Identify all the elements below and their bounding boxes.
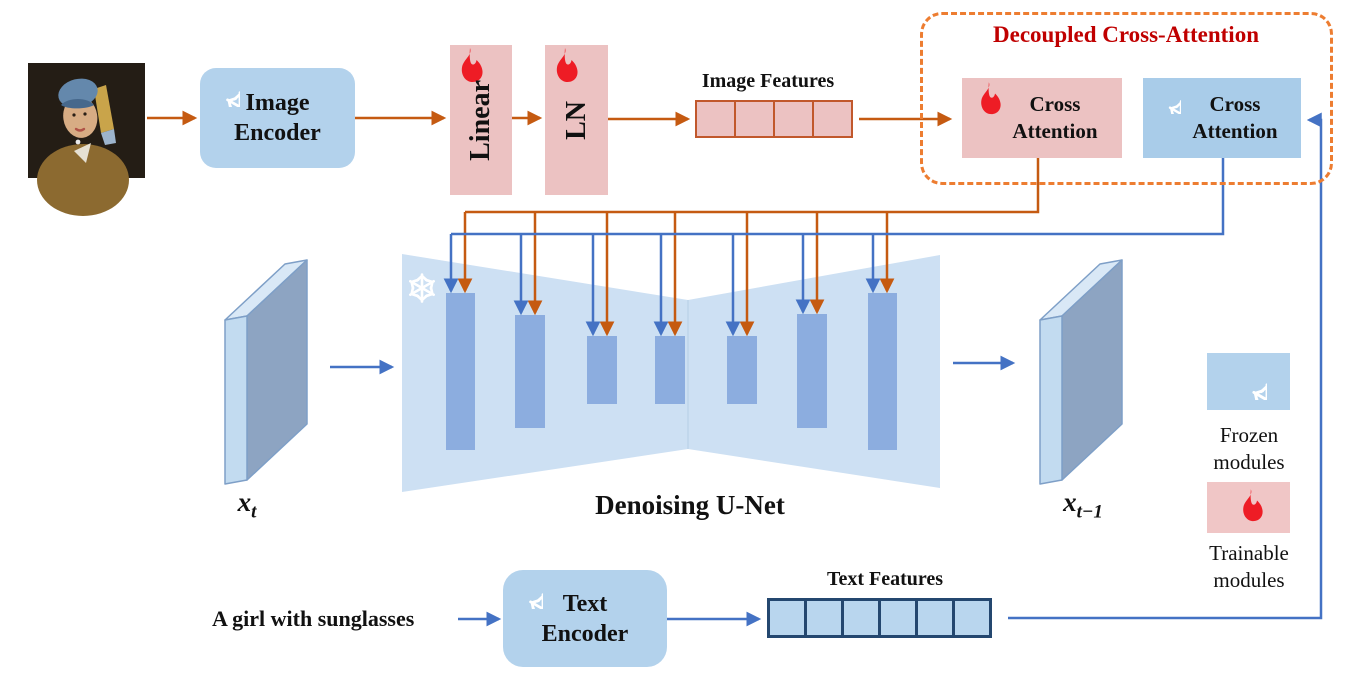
xt-label: xt <box>237 487 257 523</box>
legend-trainable-chip <box>1207 482 1290 533</box>
text-branch-wires <box>330 112 1323 627</box>
ln-label: LN <box>560 100 592 140</box>
cross-attention-image-box: Cross Attention <box>962 78 1122 158</box>
unet-bar <box>655 336 685 404</box>
legend-frozen-label: Frozen modules <box>1213 423 1285 475</box>
unet-bar <box>515 315 545 428</box>
reference-image <box>28 63 145 216</box>
image-feature-cell <box>773 100 814 138</box>
text-feature-cell <box>804 598 844 638</box>
image-features-cells <box>695 100 853 138</box>
unet-bar <box>446 293 475 450</box>
text-encoder-label: Text Encoder <box>541 590 629 647</box>
legend-trainable-label: Trainable modules <box>1209 541 1289 593</box>
text-features-label: Text Features <box>826 568 944 590</box>
text-feature-cell <box>952 598 992 638</box>
text-feature-cell <box>915 598 955 638</box>
unet-bar <box>587 336 617 404</box>
flame-icon <box>1234 489 1264 527</box>
text-feature-cell <box>878 598 918 638</box>
text-features-cells <box>767 598 992 638</box>
text-feature-cell <box>841 598 881 638</box>
unet-bar <box>797 314 827 428</box>
unet-bar <box>868 293 897 450</box>
image-cross-attention-bus <box>465 158 1040 214</box>
unet-label: Denoising U-Net <box>595 490 785 520</box>
decoupled-cross-attention-title: Decoupled Cross-Attention <box>993 22 1259 47</box>
image-encoder-box: Image Encoder <box>200 68 355 168</box>
cross-attention-image-label: Cross Attention <box>1012 92 1098 143</box>
legend-frozen-chip <box>1207 353 1290 410</box>
xt-latent-slab <box>224 259 308 485</box>
image-feature-cell <box>695 100 736 138</box>
xt-minus-1-label: xt−1 <box>1063 487 1103 523</box>
image-encoder-label: Image Encoder <box>234 90 321 146</box>
image-features-label: Image Features <box>701 70 835 92</box>
flame-icon <box>547 48 579 88</box>
cross-attention-text-label: Cross Attention <box>1192 92 1278 143</box>
linear-box: Linear <box>450 45 512 195</box>
image-branch-wires <box>147 110 1040 337</box>
unet-bars <box>446 293 897 450</box>
cross-attention-text-box: Cross Attention <box>1143 78 1301 158</box>
text-features-to-cross-attention-arrow <box>1008 112 1323 620</box>
snowflake-icon <box>1151 84 1181 114</box>
text-prompt: A girl with sunglasses <box>212 606 415 631</box>
xt-minus-1-latent-slab <box>1039 259 1123 485</box>
linear-label: Linear <box>465 79 496 161</box>
text-encoder-box: Text Encoder <box>503 570 667 667</box>
unet-body <box>402 254 940 492</box>
snowflake-icon <box>509 575 543 609</box>
image-feature-cell <box>734 100 775 138</box>
image-feature-cell <box>812 100 853 138</box>
unet-bar <box>727 336 757 404</box>
decoupled-cross-attention-frame <box>920 12 1333 185</box>
flame-icon <box>972 82 1002 120</box>
snowflake-icon <box>206 73 240 107</box>
ln-box: LN <box>545 45 608 195</box>
snowflake-icon <box>1231 364 1267 400</box>
text-feature-cell <box>767 598 807 638</box>
